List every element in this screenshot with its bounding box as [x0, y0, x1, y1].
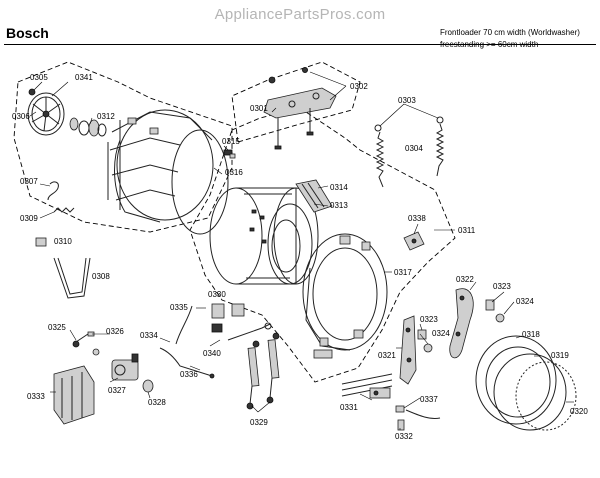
label-0301: 0301 — [250, 104, 268, 113]
label-0331: 0331 — [340, 403, 358, 412]
tub-foot-bracket — [313, 349, 333, 359]
label-0336: 0336 — [180, 370, 198, 379]
leader-lines — [29, 71, 574, 430]
pump-fitting — [142, 379, 154, 393]
bracket-part — [403, 231, 425, 251]
clip-part — [223, 149, 236, 159]
door-assembly — [475, 335, 577, 431]
label-0322: 0322 — [456, 275, 474, 284]
drain-pump — [111, 353, 139, 381]
spring-clip-part — [53, 207, 75, 213]
counterweight-bracket — [263, 67, 337, 150]
wiring-parts — [159, 303, 272, 379]
description-line-1: Frontloader 70 cm width (Worldwasher) — [440, 28, 580, 37]
label-0306: 0306 — [12, 112, 30, 121]
label-0325: 0325 — [48, 323, 66, 332]
group-outline-suspension — [231, 61, 361, 143]
sensor-part — [35, 237, 47, 247]
hinge-screw-lower — [423, 343, 433, 353]
label-0324-upper: 0324 — [516, 297, 534, 306]
hinge-shim-lower — [417, 329, 427, 340]
label-0303: 0303 — [398, 96, 416, 105]
group-outline-tub-rear — [13, 61, 233, 233]
label-0329: 0329 — [250, 418, 268, 427]
bearing-seal-stack — [69, 117, 107, 137]
label-0304: 0304 — [405, 144, 423, 153]
label-0315: 0315 — [222, 137, 240, 146]
label-0305: 0305 — [30, 73, 48, 82]
label-0338: 0338 — [408, 214, 426, 223]
label-0316: 0316 — [225, 168, 243, 177]
temperature-sensor — [395, 405, 441, 431]
front-tub-part — [302, 233, 388, 351]
hinge-shim-upper — [485, 299, 495, 311]
label-0326: 0326 — [106, 327, 124, 336]
group-outline-tub-assembly — [189, 107, 456, 383]
hinge-screw-upper — [495, 313, 505, 323]
label-0302: 0302 — [350, 82, 368, 91]
label-0333: 0333 — [27, 392, 45, 401]
label-0324-lower: 0324 — [432, 329, 450, 338]
brand-title: Bosch — [6, 25, 49, 41]
label-0332: 0332 — [395, 432, 413, 441]
label-0335: 0335 — [170, 303, 188, 312]
label-0312: 0312 — [97, 112, 115, 121]
label-0308: 0308 — [92, 272, 110, 281]
tub-gasket-ring — [171, 129, 229, 235]
label-0337: 0337 — [420, 395, 438, 404]
label-0311: 0311 — [458, 226, 476, 235]
suspension-springs — [374, 116, 445, 188]
label-0330: 0330 — [208, 290, 226, 299]
door-hinge — [449, 288, 474, 359]
heater-element — [341, 373, 393, 399]
label-0327: 0327 — [108, 386, 126, 395]
label-0328: 0328 — [148, 398, 166, 407]
label-0321: 0321 — [378, 351, 396, 360]
label-0319: 0319 — [551, 351, 569, 360]
rear-tub-part — [107, 109, 214, 223]
watermark: AppliancePartsPros.com — [214, 6, 386, 23]
label-0323-lower: 0323 — [420, 315, 438, 324]
label-0313: 0313 — [330, 201, 348, 210]
shock-absorbers — [246, 332, 280, 410]
drum-lifter-part — [295, 179, 333, 213]
label-0318: 0318 — [522, 330, 540, 339]
label-0309: 0309 — [20, 214, 38, 223]
motor-part — [53, 365, 95, 425]
pulley-part — [27, 88, 65, 136]
label-0334: 0334 — [140, 331, 158, 340]
label-0341: 0341 — [75, 73, 93, 82]
diagram-header: AppliancePartsPros.com Bosch Frontloader… — [0, 0, 600, 49]
label-0323-upper: 0323 — [493, 282, 511, 291]
wire-hook-part — [47, 181, 59, 201]
drum-part — [209, 187, 319, 285]
door-catch — [399, 315, 417, 385]
label-0314: 0314 — [330, 183, 348, 192]
motor-screws — [72, 331, 100, 356]
label-0310: 0310 — [54, 237, 72, 246]
drive-belt — [53, 257, 91, 299]
label-0307: 0307 — [20, 177, 38, 186]
label-0340: 0340 — [203, 349, 221, 358]
part-labels: 0305 0341 0306 0312 0302 0301 0303 0304 … — [12, 73, 588, 441]
header-rule — [4, 44, 596, 45]
label-0317: 0317 — [394, 268, 412, 277]
label-0320: 0320 — [570, 407, 588, 416]
